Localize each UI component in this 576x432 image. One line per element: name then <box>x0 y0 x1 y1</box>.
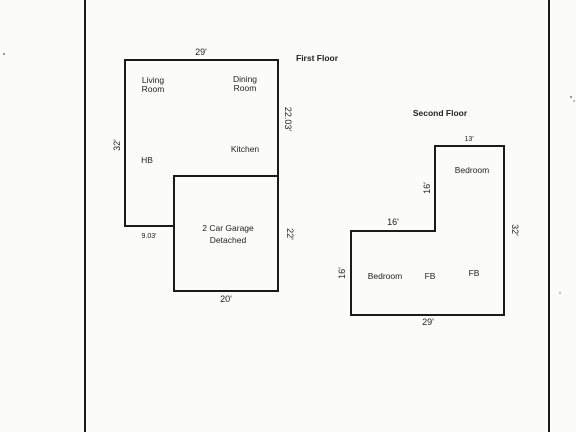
garage-label-line-2: Detached <box>210 235 247 245</box>
garage-right-dimension: 22' <box>285 228 295 240</box>
scan-speck <box>570 96 572 98</box>
upper-bedroom-label: Bedroom <box>455 165 490 175</box>
full-bath-label: FB <box>425 271 436 281</box>
detached-garage-outline <box>173 175 279 292</box>
scan-speck <box>559 292 561 294</box>
lower-bedroom-label: Bedroom <box>368 271 403 281</box>
second-floor-outline <box>350 145 505 316</box>
dining-room-label-line-2: Room <box>234 83 257 93</box>
kitchen-label: Kitchen <box>231 144 260 154</box>
second-floor-heading: Second Floor <box>413 108 468 118</box>
second-floor-lower-left-dimension: 16' <box>337 267 347 279</box>
first-floor-right-dimension: 22.03' <box>283 107 293 132</box>
first-floor-bottom-left-dimension: 9.03' <box>142 233 157 240</box>
half-bath-label: HB <box>141 155 153 165</box>
second-floor-step-dimension: 16' <box>387 217 399 227</box>
second-floor-top-dimension: 13' <box>464 136 473 143</box>
garage-bottom-dimension: 20' <box>220 294 232 304</box>
first-floor-left-dimension: 32' <box>112 139 122 151</box>
garage-label-line-1: 2 Car Garage <box>202 223 254 233</box>
dining-room-label-line-1: Dining <box>233 74 257 84</box>
first-floor-top-dimension: 29' <box>195 47 207 57</box>
scan-speck <box>3 53 5 55</box>
full-bath-label: FB <box>469 268 480 278</box>
scan-speck <box>573 100 575 102</box>
second-floor-upper-left-dimension: 16' <box>422 182 432 194</box>
second-floor-bottom-dimension: 29' <box>422 317 434 327</box>
living-room-label-line-1: Living <box>142 75 164 85</box>
second-floor-right-dimension: 32' <box>510 224 520 236</box>
first-floor-heading: First Floor <box>296 53 339 63</box>
living-room-label-line-2: Room <box>142 84 165 94</box>
